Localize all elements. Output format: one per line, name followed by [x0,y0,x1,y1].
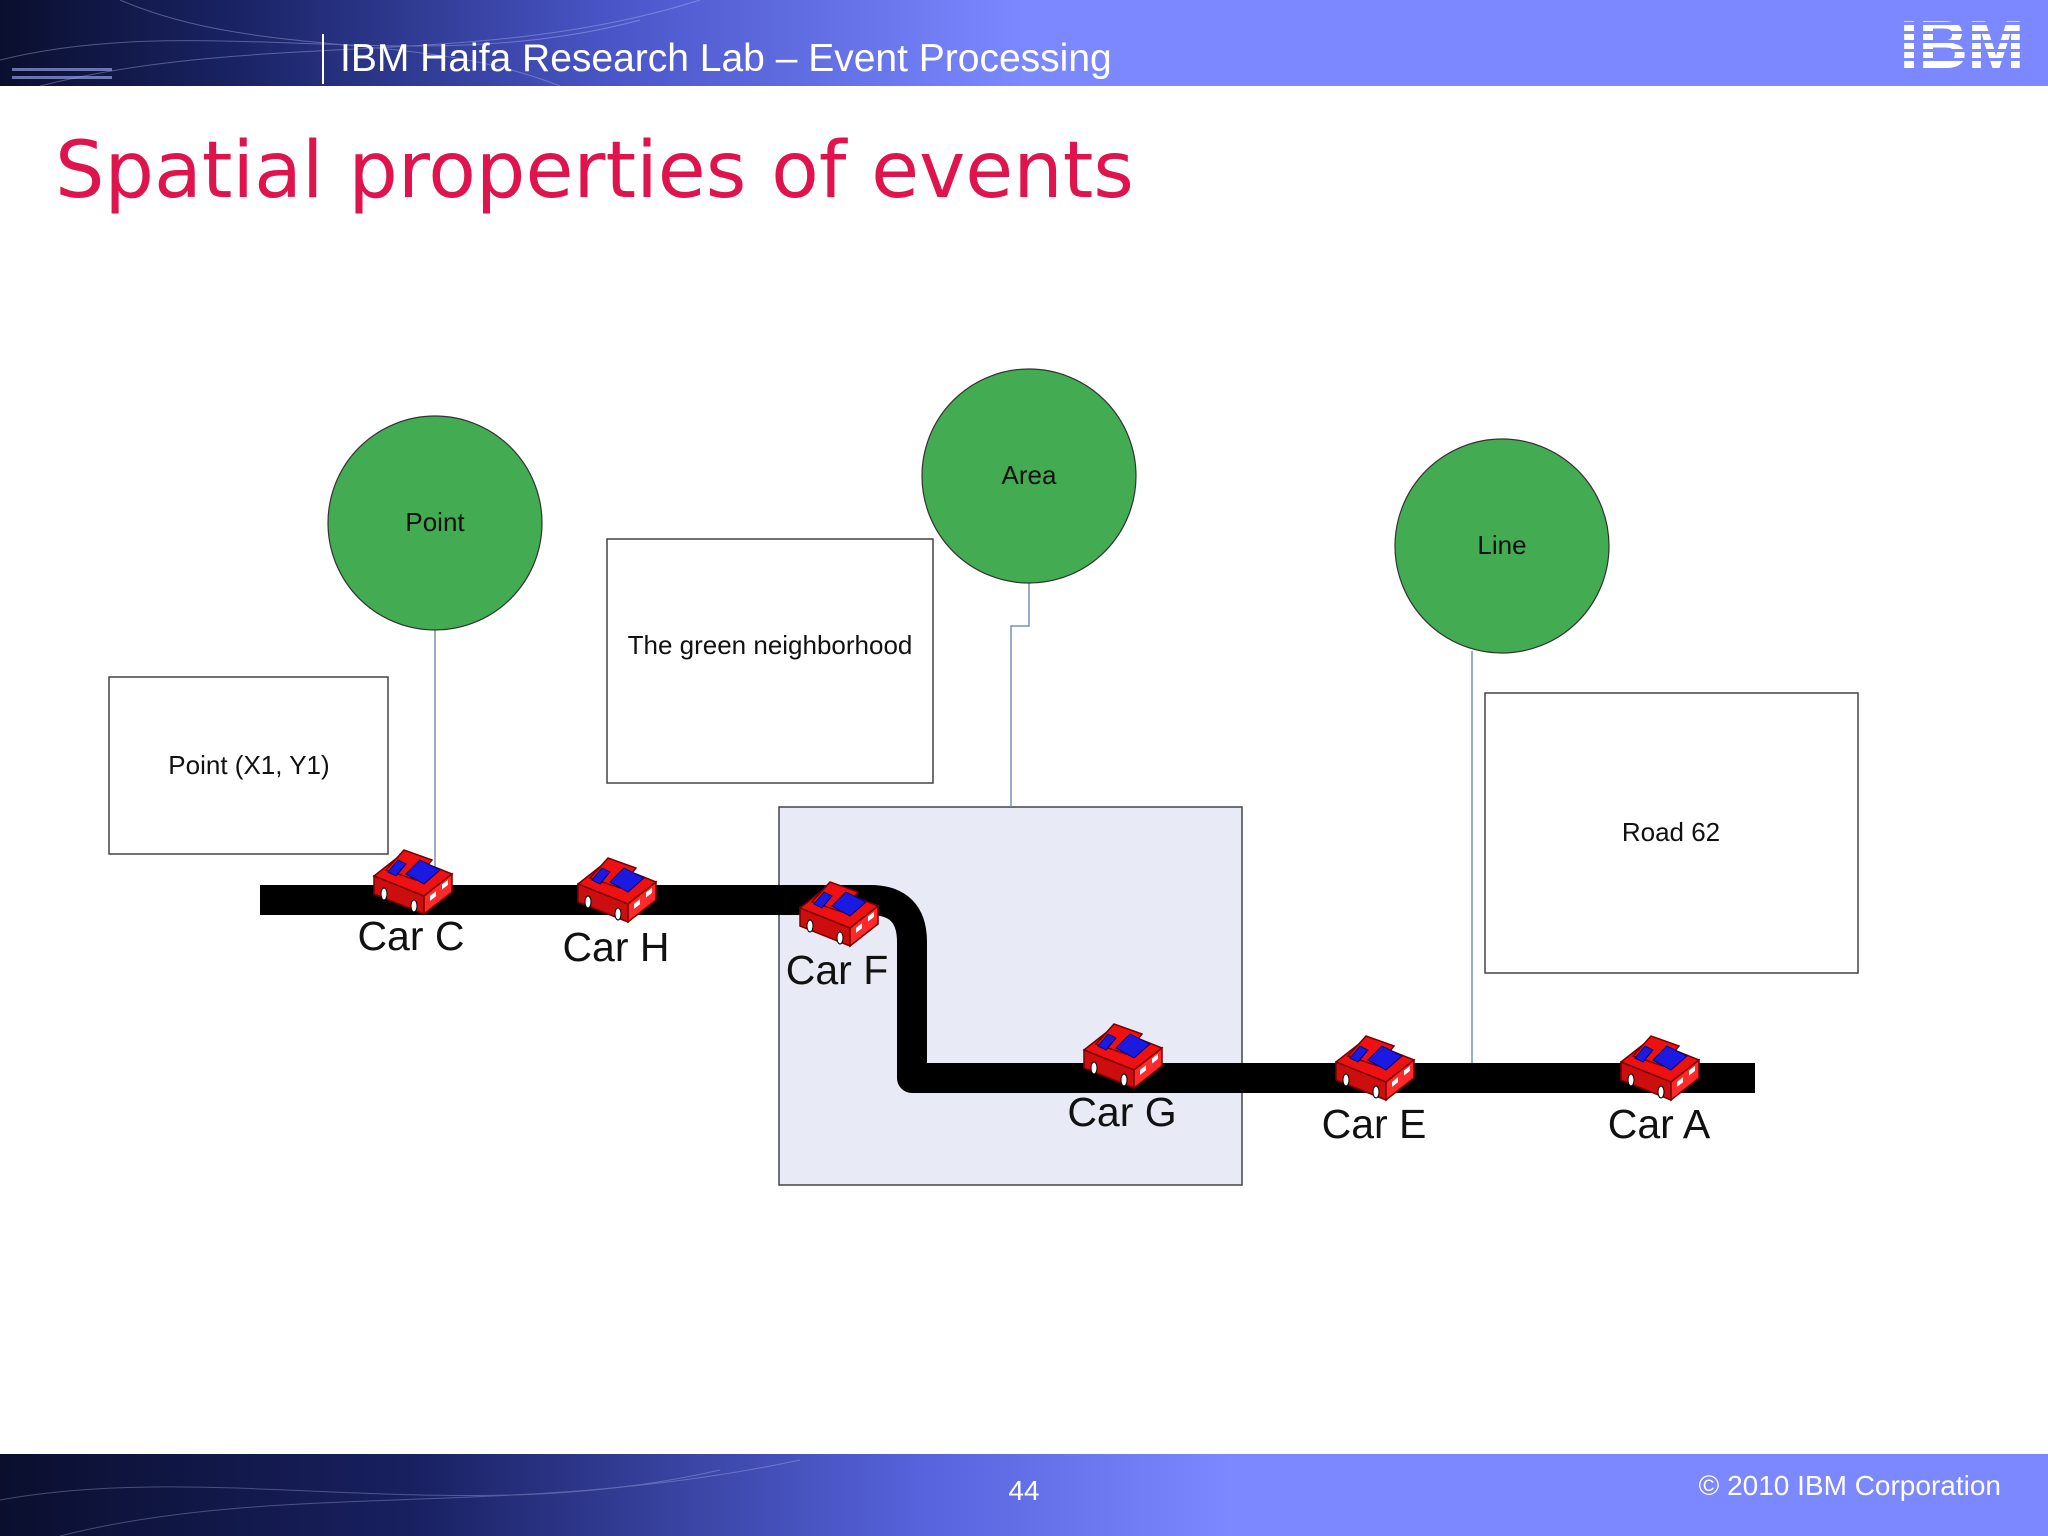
car-c: Car C [357,849,465,959]
box-neighborhood-label: The green neighborhood [628,630,913,660]
car-f-label: Car F [786,947,889,993]
box-neighborhood: The green neighborhood [606,538,934,784]
bubble-point-label: Point [405,507,465,537]
car-h-label: Car H [562,924,669,970]
header-bar [0,0,2048,87]
bubble-line-label: Line [1477,530,1526,560]
car-c-label: Car C [357,913,464,959]
car-e: Car E [1322,1035,1427,1147]
box-road: Road 62 [1484,692,1859,974]
bubble-point: Point [327,415,543,631]
car-g-label: Car G [1067,1089,1176,1135]
header-title: IBM Haifa Research Lab – Event Processin… [340,37,1112,80]
car-e-label: Car E [1322,1101,1427,1147]
box-point-coords-label: Point (X1, Y1) [168,750,329,780]
car-a-label: Car A [1608,1101,1711,1147]
footer-bar [0,1454,2048,1536]
bubble-line: Line [1394,438,1610,654]
ibm-logo-icon: IBM [1890,7,2038,83]
bubble-area-label: Area [1002,460,1057,490]
car-a: Car A [1608,1035,1711,1147]
bubble-area: Area [921,368,1137,584]
road [260,885,1755,1093]
page-number: 44 [1008,1475,1039,1506]
box-road-label: Road 62 [1622,817,1720,847]
ibm-logo-text: IBM [1900,7,2025,83]
car-f: Car F [786,881,889,993]
slide-title: Spatial properties of events [55,126,1134,216]
car-g: Car G [1067,1023,1177,1135]
copyright: © 2010 IBM Corporation [1699,1470,2001,1501]
area-region [778,806,1243,1186]
box-point-coords: Point (X1, Y1) [108,676,389,855]
car-h: Car H [562,857,670,970]
